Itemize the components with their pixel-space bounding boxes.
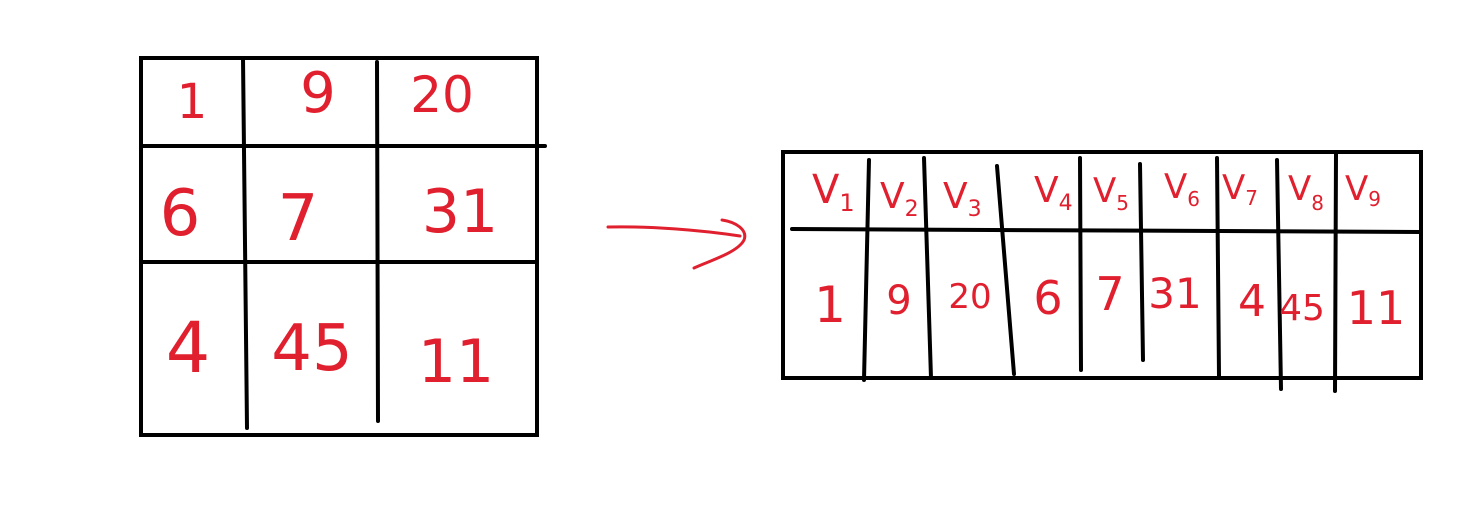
vector-value: 31 <box>1148 269 1201 318</box>
matrix-border <box>139 56 539 437</box>
vector-header: V7 <box>1222 168 1258 210</box>
matrix-cell: 7 <box>278 182 319 256</box>
vector-header-divider <box>790 227 1423 234</box>
vector-header: V4 <box>1034 170 1073 216</box>
vector-value: 20 <box>948 277 991 317</box>
matrix-cell: 6 <box>160 177 201 251</box>
vector-value: 6 <box>1033 271 1062 325</box>
matrix-cell: 31 <box>422 177 498 247</box>
vector-col-divider <box>1333 152 1338 393</box>
right-arrow-icon <box>606 218 747 270</box>
vector-header: V3 <box>943 176 982 222</box>
vector-header: V9 <box>1345 169 1381 211</box>
vector-col-divider <box>1078 156 1083 372</box>
matrix-grid <box>139 56 547 437</box>
vector-col-divider <box>922 156 933 380</box>
matrix-col-divider <box>375 60 380 423</box>
vector-header: V8 <box>1288 169 1324 215</box>
vector-header: V1 <box>812 167 855 217</box>
vector-values: 1 9 20 6 7 31 4 45 11 <box>814 267 1405 335</box>
matrix-cell: 20 <box>410 66 474 124</box>
vector-col-divider <box>1138 162 1145 362</box>
vector-header: V5 <box>1093 171 1129 215</box>
matrix-cell: 11 <box>418 327 494 397</box>
vector-value: 45 <box>1279 288 1325 329</box>
vector-grid <box>781 150 1423 393</box>
vector-col-divider <box>862 158 871 382</box>
vector-col-divider <box>1275 158 1283 391</box>
matrix-col-divider <box>241 56 249 430</box>
matrix-cell: 45 <box>271 312 352 386</box>
vector-col-divider <box>1215 156 1221 378</box>
matrix-cells: 1 9 20 6 7 31 4 45 11 <box>160 61 499 397</box>
vector-col-divider <box>995 164 1016 376</box>
matrix-cell: 1 <box>177 74 208 130</box>
vector-value: 9 <box>886 278 911 324</box>
vector-headers: V1 V2 V3 V4 V5 V6 V7 V8 V9 <box>812 167 1381 222</box>
matrix-cell: 4 <box>166 307 211 389</box>
vector-border <box>781 150 1423 380</box>
vector-value: 7 <box>1095 267 1124 321</box>
vector-header: V6 <box>1164 167 1200 211</box>
vector-value: 1 <box>814 276 846 334</box>
vector-value: 4 <box>1238 276 1266 327</box>
vector-header: V2 <box>880 176 919 222</box>
vector-value: 11 <box>1347 281 1406 335</box>
matrix-cell: 9 <box>300 61 336 126</box>
